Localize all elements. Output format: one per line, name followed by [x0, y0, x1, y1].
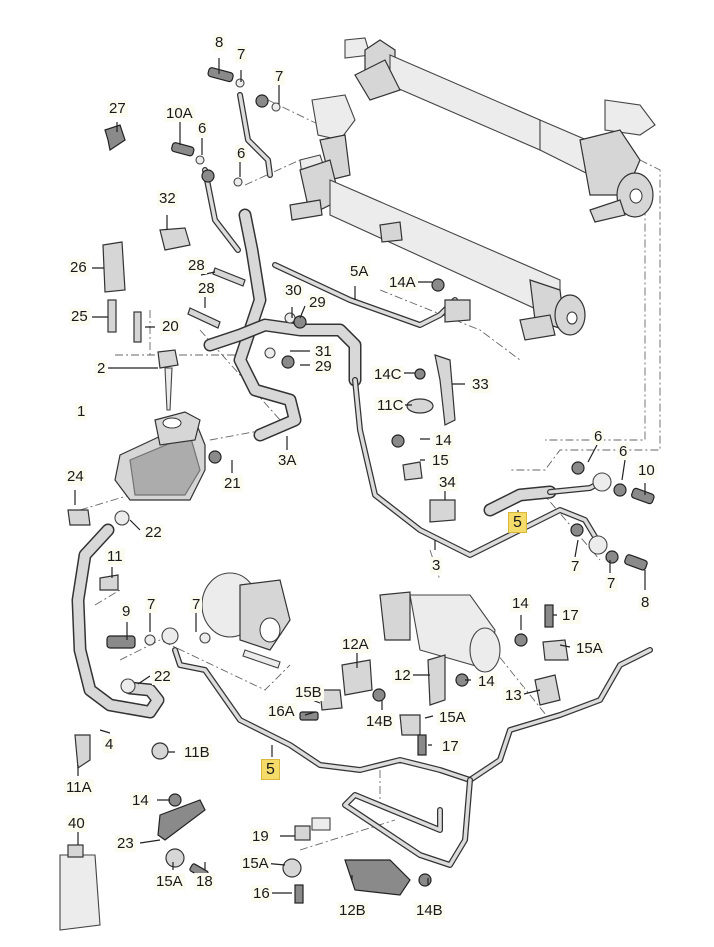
callout-10a: 10A	[164, 105, 195, 122]
callout-16a: 16A	[266, 703, 297, 720]
callout-27: 27	[107, 100, 128, 117]
callout-3: 3	[430, 557, 443, 574]
callout-28: 28	[186, 257, 207, 274]
callout-40: 40	[66, 815, 87, 832]
callout-19: 19	[250, 828, 271, 845]
callout-5-highlighted: 5	[261, 759, 280, 780]
callout-17: 17	[560, 607, 581, 624]
callout-13: 13	[503, 687, 524, 704]
callout-14: 14	[433, 432, 454, 449]
callout-15a: 15A	[240, 855, 271, 872]
callout-7: 7	[145, 596, 158, 613]
callout-22: 22	[152, 668, 173, 685]
callout-26: 26	[68, 259, 89, 276]
callout-15a: 15A	[574, 640, 605, 657]
callout-30: 30	[283, 282, 304, 299]
callout-22: 22	[143, 524, 164, 541]
callout-2: 2	[95, 360, 108, 377]
callout-17: 17	[440, 738, 461, 755]
callout-11: 11	[105, 548, 125, 565]
callout-5-highlighted: 5	[508, 512, 527, 533]
callout-11c: 11C	[375, 397, 406, 414]
small-parts	[59, 67, 655, 931]
callout-14: 14	[476, 673, 497, 690]
callout-9: 9	[120, 603, 133, 620]
callout-7: 7	[273, 68, 286, 85]
callout-34: 34	[437, 474, 458, 491]
fluid-reservoir	[114, 349, 206, 501]
callout-14: 14	[510, 595, 531, 612]
callout-14b: 14B	[364, 713, 395, 730]
leader-lines	[74, 58, 646, 894]
callout-23: 23	[115, 835, 136, 852]
callout-15a: 15A	[437, 709, 468, 726]
callout-28: 28	[196, 280, 217, 297]
callout-31: 31	[313, 343, 334, 360]
hoses	[71, 208, 557, 719]
callout-33: 33	[470, 376, 491, 393]
callout-7: 7	[235, 46, 248, 63]
callout-3a: 3A	[276, 452, 299, 469]
callout-29: 29	[313, 358, 334, 375]
steering-rack-lower	[289, 94, 586, 341]
callout-14b: 14B	[414, 902, 445, 919]
callout-4: 4	[103, 736, 116, 753]
callout-14a: 14A	[387, 274, 418, 291]
callout-6: 6	[592, 428, 605, 445]
callout-15: 15	[430, 452, 451, 469]
callout-25: 25	[69, 308, 90, 325]
callout-7: 7	[569, 558, 582, 575]
callout-18: 18	[194, 873, 215, 890]
callout-12b: 12B	[337, 902, 368, 919]
callout-15a: 15A	[154, 873, 185, 890]
callout-14: 14	[130, 792, 151, 809]
callout-14c: 14C	[372, 366, 404, 383]
callout-6: 6	[235, 145, 248, 162]
steering-rack-upper	[344, 37, 656, 223]
callout-11a: 11A	[64, 779, 94, 796]
callout-6: 6	[617, 443, 630, 460]
callout-5a: 5A	[348, 263, 371, 280]
callout-20: 20	[160, 318, 181, 335]
callout-24: 24	[65, 468, 86, 485]
callout-10: 10	[636, 462, 657, 479]
callout-32: 32	[157, 190, 178, 207]
callout-12a: 12A	[340, 636, 371, 653]
electric-motor	[379, 591, 501, 673]
callout-11b: 11B	[182, 744, 212, 761]
callout-6: 6	[196, 120, 209, 137]
steering-pump	[201, 572, 291, 669]
callout-7: 7	[190, 596, 203, 613]
callout-8: 8	[639, 594, 652, 611]
callout-15b: 15B	[293, 684, 324, 701]
callout-29: 29	[307, 294, 328, 311]
callout-21: 21	[222, 475, 243, 492]
callout-12: 12	[392, 667, 413, 684]
callout-7: 7	[605, 575, 618, 592]
callout-16: 16	[251, 885, 272, 902]
callout-1: 1	[75, 403, 88, 420]
callout-8: 8	[213, 34, 226, 51]
